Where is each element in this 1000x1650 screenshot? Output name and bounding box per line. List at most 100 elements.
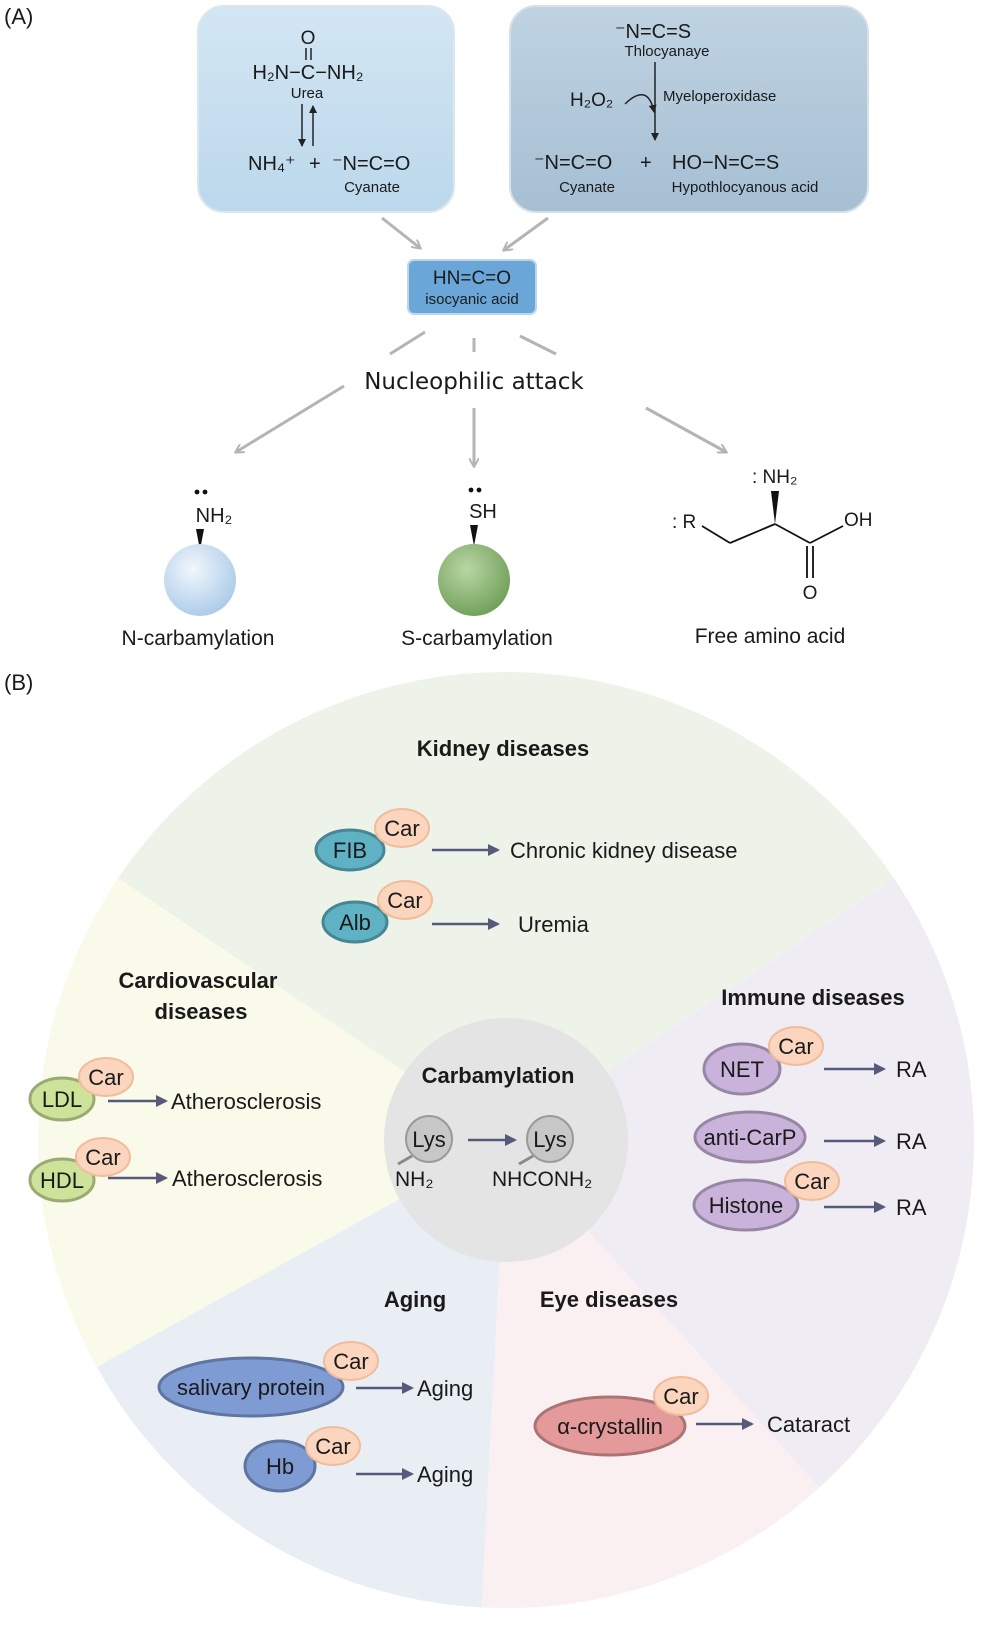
car-tag: [78, 1057, 134, 1097]
ammonium: NH₄⁺: [248, 153, 296, 175]
lone-pair-dot: [468, 487, 474, 493]
free-amino-acid-structure: : NH₂ : R OH O Free amino acid: [672, 467, 873, 648]
disease-label: RA: [896, 1195, 927, 1220]
protein-ellipse: [243, 1439, 317, 1493]
lysine-side-chain-2: [518, 1154, 534, 1166]
bond-r: [701, 525, 731, 544]
protein-label: salivary protein: [177, 1375, 325, 1400]
bond-ca: [729, 523, 776, 544]
car-tag: [653, 1376, 709, 1416]
lysine-label-2: Lys: [533, 1127, 566, 1152]
disease-label: RA: [896, 1057, 927, 1082]
sector-eye: [481, 1140, 820, 1609]
disease-label: Aging: [417, 1462, 473, 1487]
protein-label: NET: [720, 1057, 764, 1082]
s-carbamylation-target: SH S-carbamylation: [401, 487, 553, 650]
isocyanic-formula: HN=C=O: [433, 268, 511, 289]
car-tag-label: Car: [315, 1434, 350, 1459]
cyanate-label-2: Cyanate: [559, 179, 615, 196]
disease-label: Chronic kidney disease: [510, 838, 737, 863]
urea-label: Urea: [291, 85, 324, 102]
cyanate-label-1: Cyanate: [344, 179, 400, 196]
cardio-title-line1: Cardiovascular: [119, 968, 278, 993]
panel-a-label: (A): [4, 4, 33, 29]
hydroxyl: OH: [844, 510, 873, 531]
protein-ellipse: [533, 1395, 687, 1457]
enzyme-label: Myeloperoxidase: [663, 88, 776, 105]
row-immune-anti-carp: anti-CarP RA: [693, 1110, 927, 1164]
thiocyanate-formula: ⁻N=C=S: [615, 21, 691, 43]
protein-label: Alb: [339, 910, 371, 935]
protein-ellipse: [28, 1076, 96, 1122]
bond-carboxyl: [774, 523, 811, 544]
wedge-bond: [470, 525, 478, 546]
panel-b-label: (B): [4, 670, 33, 695]
side-chain-r: : R: [672, 512, 696, 533]
disease-label: Atherosclerosis: [172, 1166, 322, 1191]
car-tag-label: Car: [88, 1065, 123, 1090]
center-reaction: Carbamylation Lys NH₂ Lys NHCONH₂: [395, 1063, 592, 1191]
n-carbamylation-label: N-carbamylation: [122, 627, 275, 650]
disease-label: Cataract: [767, 1412, 850, 1437]
free-amino-acid-label: Free amino acid: [695, 625, 846, 648]
alpha-amine: : NH₂: [752, 467, 797, 488]
isocyanic-acid-box: HN=C=O isocyanic acid: [407, 259, 537, 315]
disease-label: Atherosclerosis: [171, 1089, 321, 1114]
lysine-node-1: [405, 1115, 453, 1163]
urea-box: O H₂N−C−NH₂ Urea NH₄⁺ + ⁻N=C=O Cyanate: [197, 5, 455, 213]
attack-stub-right: [519, 334, 557, 356]
attack-stub-left: [389, 330, 426, 356]
car-tag: [768, 1026, 824, 1066]
protein-sphere-green: [438, 544, 510, 616]
protein-ellipse: [693, 1110, 807, 1164]
cardio-title-line2: diseases: [155, 999, 248, 1024]
mpo-plus: +: [640, 152, 652, 174]
nucleophilic-attack-label: Nucleophilic attack: [364, 369, 584, 395]
protein-label: anti-CarP: [704, 1125, 797, 1150]
car-tag-label: Car: [85, 1145, 120, 1170]
car-tag: [323, 1341, 379, 1381]
protein-ellipse: [28, 1157, 96, 1203]
car-tag: [374, 808, 430, 848]
wedge-bond: [196, 529, 204, 550]
n-carbamylation-target: NH₂ N-carbamylation: [122, 489, 275, 650]
car-tag-label: Car: [663, 1384, 698, 1409]
urea-formula: H₂N−C−NH₂: [252, 62, 363, 84]
kidney-title: Kidney diseases: [417, 736, 589, 761]
immune-title: Immune diseases: [721, 985, 904, 1010]
car-tag-label: Car: [387, 888, 422, 913]
protein-ellipse: [157, 1356, 345, 1418]
thiocyanate-label: Thlocyanaye: [624, 43, 709, 60]
car-tag-label: Car: [778, 1034, 813, 1059]
sector-cardio: [38, 878, 506, 1367]
urea-carbonyl-o: O: [301, 28, 316, 49]
protein-label: Hb: [266, 1454, 294, 1479]
protein-ellipse: [314, 828, 386, 872]
protein-label: HDL: [40, 1168, 84, 1193]
center-title: Carbamylation: [422, 1063, 575, 1088]
arrow-mpo-to-isocyanic: [504, 216, 549, 250]
eye-title: Eye diseases: [540, 1287, 678, 1312]
h2o2-curved-arrow: [624, 94, 657, 113]
protein-ellipse: [702, 1042, 782, 1096]
hypothiocyanous-formula: HO−N=C=S: [672, 152, 779, 174]
protein-label: Histone: [709, 1193, 784, 1218]
lysine-label-1: Lys: [412, 1127, 445, 1152]
disease-label: RA: [896, 1129, 927, 1154]
amine-group: NH₂: [196, 505, 233, 527]
car-tag: [784, 1161, 840, 1201]
isocyanic-label: isocyanic acid: [425, 291, 518, 308]
car-tag: [305, 1426, 361, 1466]
carbonyl-o: O: [803, 583, 818, 604]
protein-label: LDL: [42, 1087, 82, 1112]
car-tag-label: Car: [384, 816, 419, 841]
car-tag: [377, 880, 433, 920]
myeloperoxidase-box: ⁻N=C=S Thlocyanaye H₂O₂ Myeloperoxidase …: [509, 5, 869, 213]
